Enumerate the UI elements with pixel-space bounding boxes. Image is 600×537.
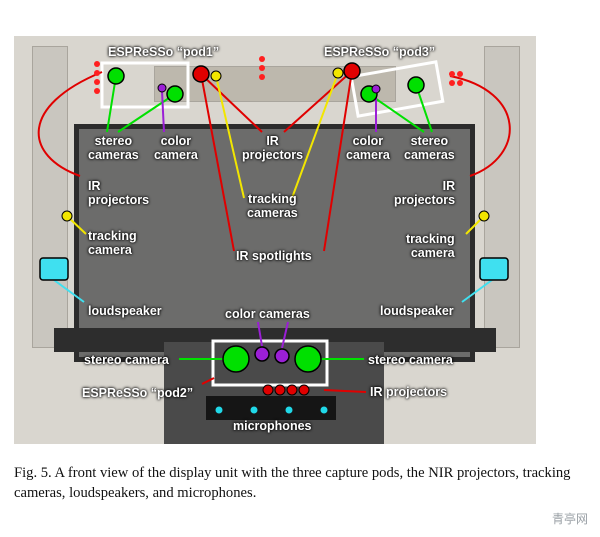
label-ir-projectors-right: IR projectors	[394, 179, 456, 207]
ir-spotlight-right	[343, 62, 361, 80]
ir-arc-left	[37, 71, 103, 177]
label-pod1: ESPReSSo “pod1”	[108, 45, 220, 59]
label-pod3: ESPReSSo “pod3”	[324, 45, 436, 59]
right-frame-pillar	[484, 46, 520, 348]
label-tracking-cameras: tracking cameras	[247, 192, 298, 220]
loudspeaker-left-icon	[39, 257, 69, 281]
label-tracking-camera-left: tracking camera	[88, 229, 137, 257]
figure-caption: Fig. 5. A front view of the display unit…	[14, 465, 571, 501]
label-microphones: microphones	[233, 419, 312, 433]
speaker-leader-right	[461, 279, 493, 303]
tracking-camera-top-left	[210, 70, 222, 82]
pod2-stereo-camera-2	[294, 345, 322, 373]
tracking-camera-right	[478, 210, 490, 222]
ir-spotlight-left	[192, 65, 210, 83]
label-ir-projectors-left: IR projectors	[88, 179, 150, 207]
pod3-box	[349, 60, 445, 118]
label-tracking-camera-right: tracking camera	[406, 232, 455, 260]
ir-spotlight-leader-2	[323, 70, 353, 252]
tracking-camera-top-right	[332, 67, 344, 79]
loudspeaker-right-icon	[479, 257, 509, 281]
left-frame-pillar	[32, 46, 68, 348]
pod2-color-camera-2	[274, 348, 290, 364]
label-color-cameras-bottom: color cameras	[225, 307, 310, 321]
label-ir-projectors-top: IR projectors	[242, 134, 304, 162]
ir-leader-bottom	[323, 389, 367, 393]
display-unit-photo: ESPReSSo “pod1” ESPReSSo “pod3” stereo c…	[14, 36, 536, 444]
pod1-color-camera	[157, 83, 167, 93]
tracking-leader-2	[291, 72, 339, 199]
label-ir-spotlights: IR spotlights	[236, 249, 312, 263]
pod1-box	[100, 61, 190, 109]
label-ir-projectors-bottom: IR projectors	[370, 385, 448, 399]
ir-leader-pod2	[201, 377, 215, 385]
label-color-camera-right: color camera	[346, 134, 390, 162]
pod2-stereo-camera-1	[222, 345, 250, 373]
microphones-dots	[215, 406, 328, 414]
pod1-stereo-camera-2	[166, 85, 184, 103]
stereo-leader-right-a	[368, 93, 425, 133]
microphone-bar	[206, 396, 336, 420]
pod3-stereo-camera-2	[407, 76, 425, 94]
tracking-leader-1	[215, 75, 245, 199]
ir-arc-right	[449, 75, 511, 177]
label-stereo-cameras-left: stereo cameras	[88, 134, 139, 162]
pod3-color-camera	[371, 84, 381, 94]
pod1-stereo-camera-1	[107, 67, 125, 85]
color-leader-bottom-2	[281, 321, 289, 349]
stereo-leader-left-b	[117, 93, 176, 133]
stereo-leader-left-a	[106, 75, 117, 133]
annotation-overlay	[37, 56, 511, 414]
label-pod2: ESPReSSo “pod2”	[82, 386, 194, 400]
watermark-logo: 青亭网	[551, 512, 588, 526]
label-loudspeaker-left: loudspeaker	[88, 304, 162, 318]
color-leader-bottom-1	[257, 321, 263, 347]
label-color-camera-left: color camera	[154, 134, 198, 162]
speaker-leader-left	[53, 279, 85, 303]
label-stereo-camera-left: stereo camera	[84, 353, 169, 367]
label-stereo-camera-right: stereo camera	[368, 353, 453, 367]
ir-leader-top-right	[283, 70, 353, 133]
pod2-color-camera-1	[254, 346, 270, 362]
ir-projectors-bottom-leds	[262, 384, 310, 396]
ir-led-column-right	[449, 71, 463, 86]
display-screen	[74, 124, 475, 362]
ir-led-column-mid	[259, 56, 265, 80]
label-stereo-cameras-right: stereo cameras	[404, 134, 455, 162]
color-leader-left	[161, 90, 165, 133]
ir-leader-top-left	[200, 73, 263, 133]
label-loudspeaker-right: loudspeaker	[380, 304, 454, 318]
ir-led-column-left	[94, 61, 100, 94]
tracking-camera-left	[61, 210, 73, 222]
ir-spotlight-leader-1	[200, 73, 235, 252]
